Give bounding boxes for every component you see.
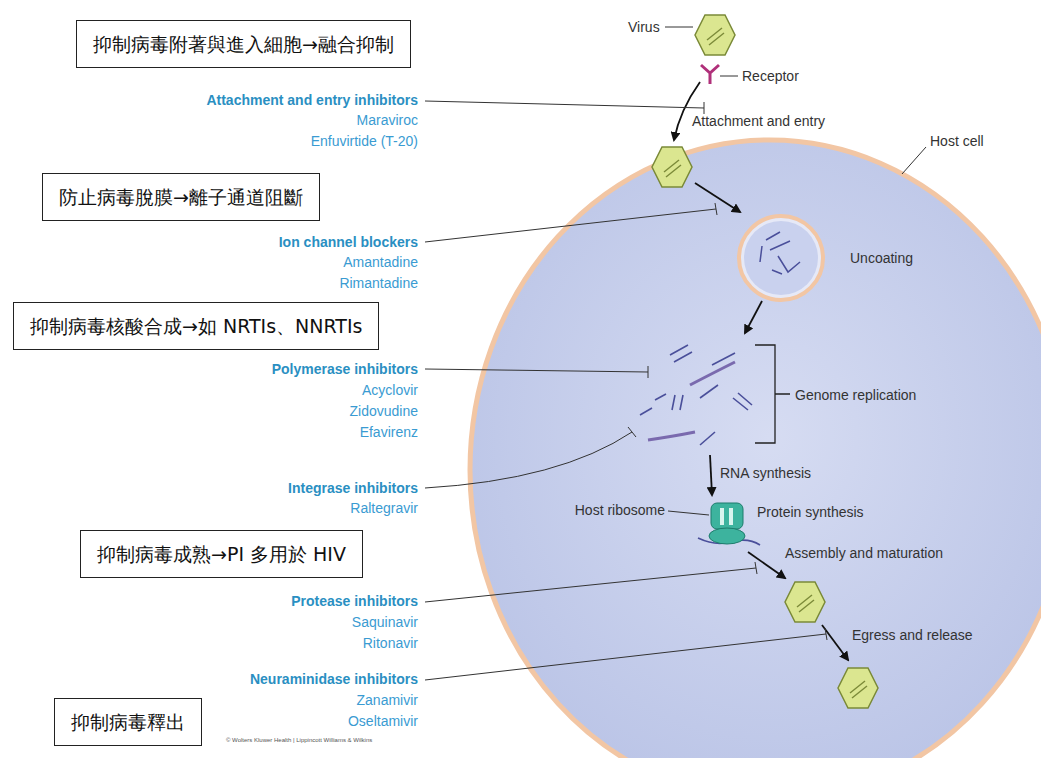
annotation-box: 抑制病毒附著與進入細胞→融合抑制 [76,20,411,68]
drug-name: Efavirenz [360,424,418,441]
annotation-box: 抑制病毒核酸合成→如 NRTIs、NNRTIs [13,302,379,350]
process-label: Host cell [930,133,984,150]
process-label: Host ribosome [575,502,665,519]
drug-name: Zanamivir [357,692,418,709]
annotation-text: 抑制病毒附著與進入細胞→融合抑制 [93,32,394,56]
annotation-text: 抑制病毒釋出 [71,710,185,734]
drug-class: Protease inhibitors [291,593,418,610]
process-label: Egress and release [852,627,973,644]
drug-name: Maraviroc [357,112,418,129]
process-label: Uncoating [850,250,913,267]
drug-class: Polymerase inhibitors [272,361,418,378]
annotation-box: 抑制病毒釋出 [54,698,202,746]
drug-class: Attachment and entry inhibitors [206,92,418,109]
drug-name: Saquinavir [352,614,418,631]
annotation-box: 防止病毒脫膜→離子通道阻斷 [42,173,320,221]
uncoating-vesicle [739,216,823,300]
drug-name: Ritonavir [363,635,418,652]
ribosome-symbol [698,503,760,545]
annotation-text: 防止病毒脫膜→離子通道阻斷 [59,185,303,209]
drug-name: Raltegravir [350,500,418,517]
drug-name: Amantadine [343,254,418,271]
inhibitor-lines [425,101,827,680]
drug-name: Acyclovir [362,382,418,399]
virus-particle [838,668,878,708]
annotation-box: 抑制病毒成熟→PI 多用於 HIV [80,530,363,578]
annotation-text: 抑制病毒成熟→PI 多用於 HIV [97,542,346,566]
drug-class: Integrase inhibitors [288,480,418,497]
drug-name: Enfuvirtide (T-20) [311,133,418,150]
drug-class: Neuraminidase inhibitors [250,671,418,688]
virus-particle [652,147,692,187]
process-label: RNA synthesis [720,465,811,482]
process-label: Virus [628,19,660,36]
process-label: Protein synthesis [757,504,864,521]
genome-strands [640,345,752,445]
process-label: Genome replication [795,387,916,404]
drug-name: Oseltamivir [348,713,418,730]
process-label: Assembly and maturation [785,545,943,562]
virus-particle [785,582,825,622]
receptor-symbol [701,65,719,84]
annotation-text: 抑制病毒核酸合成→如 NRTIs、NNRTIs [30,314,362,338]
copyright-note: © Wolters Kluwer Health | Lippincott Wil… [226,736,372,744]
process-label: Attachment and entry [692,113,825,130]
drug-name: Rimantadine [339,275,418,292]
drug-name: Zidovudine [350,403,419,420]
virus-particle [695,15,735,55]
process-label: Receptor [742,68,799,85]
drug-class: Ion channel blockers [279,234,418,251]
bracket [755,345,790,443]
